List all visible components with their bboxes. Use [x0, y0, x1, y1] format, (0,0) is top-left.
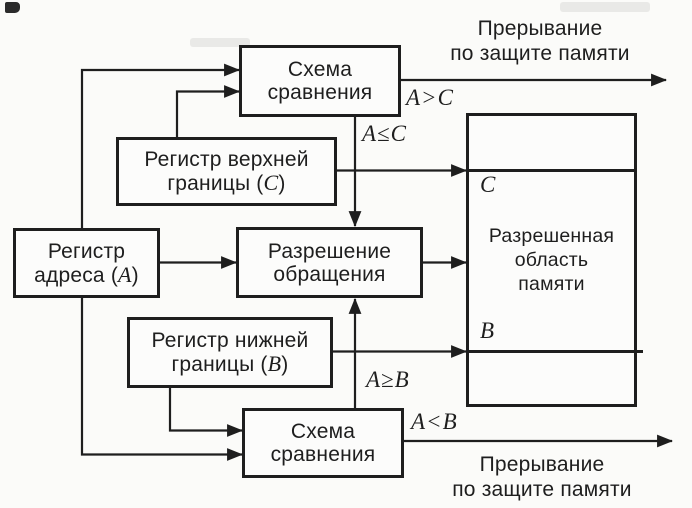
lower-bound-label: B	[480, 318, 495, 343]
upper-bound-line	[469, 169, 634, 172]
interrupt-label-line: Прерывание	[479, 453, 605, 476]
address-register-box: Регистр адреса (A)	[13, 228, 160, 298]
wire-lower-register-to-bottom-compare	[168, 386, 244, 437]
scan-smudge	[560, 2, 650, 12]
bottom-comparison-box: Схема сравнения	[242, 408, 404, 478]
scan-artifact	[5, 2, 20, 13]
condition-a-ge-b: A≥B	[366, 367, 410, 392]
interrupt-label-line: по защите памяти	[450, 42, 630, 65]
box-label-line: сравнения	[267, 81, 373, 104]
allowed-region-label: Разрешенная область памяти	[488, 225, 615, 295]
register-letter: B	[267, 351, 282, 376]
interrupt-label-line: по защите памяти	[452, 478, 632, 501]
register-letter: C	[263, 170, 279, 195]
scan-smudge	[190, 38, 250, 47]
upper-boundary-register-box: Регистр верхней границы (C)	[116, 137, 337, 206]
access-permission-box: Разрешение обращения	[236, 227, 423, 298]
wire-address-to-bottom-compare	[80, 297, 244, 461]
box-label-line: Регистр верхней	[144, 148, 309, 171]
lower-bound-line	[469, 350, 643, 353]
top-comparison-box: Схема сравнения	[239, 45, 401, 117]
top-interrupt-label: Прерывание по защите памяти	[430, 16, 650, 66]
lower-boundary-register-box: Регистр нижней границы (B)	[127, 317, 333, 388]
memory-region-box: C Разрешенная область памяти B	[466, 113, 643, 407]
condition-a-lt-b: A<B	[411, 409, 458, 434]
box-label-line: обращения	[273, 262, 386, 286]
condition-a-le-c: A≤C	[362, 121, 408, 146]
box-label-line: сравнения	[270, 443, 376, 466]
wire-address-to-top-compare	[80, 63, 241, 228]
box-label-line: Схема	[290, 420, 356, 443]
box-label-line: границы (B)	[171, 351, 289, 376]
interrupt-label-line: Прерывание	[477, 17, 603, 40]
box-label-line: Регистр нижней	[151, 329, 309, 352]
condition-a-gt-c: A>C	[406, 85, 454, 110]
box-label-line: адреса (A)	[34, 261, 139, 287]
box-label-line: Разрешение	[267, 239, 392, 263]
bottom-interrupt-label: Прерывание по защите памяти	[432, 452, 652, 502]
box-label-line: границы (C)	[167, 170, 286, 195]
upper-bound-label: C	[480, 172, 496, 197]
box-label-line: Схема	[287, 58, 353, 81]
register-letter: A	[118, 261, 132, 287]
wire-upper-register-to-top-compare	[175, 85, 241, 138]
box-label-line: Регистр	[47, 239, 126, 263]
